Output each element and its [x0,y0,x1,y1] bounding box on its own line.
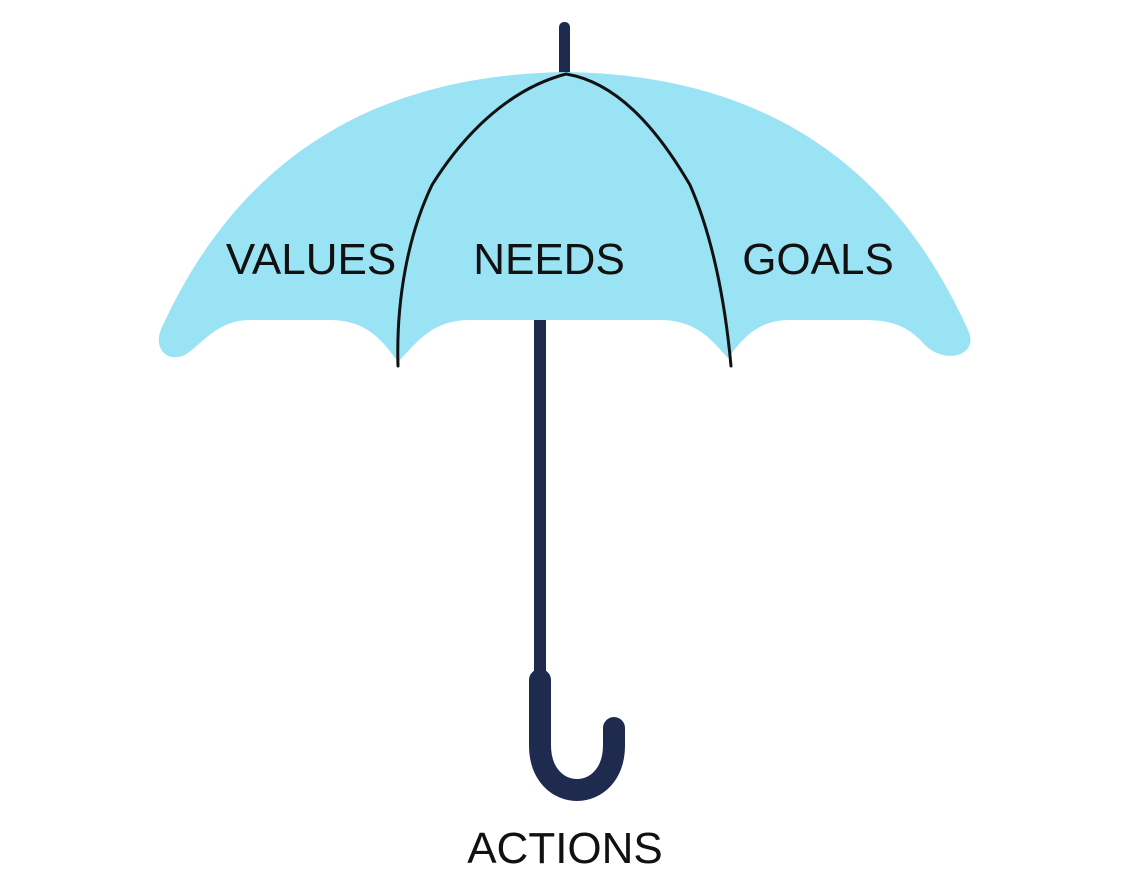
label-values: VALUES [226,235,396,284]
label-needs: NEEDS [473,235,625,284]
umbrella-canopy [159,72,971,362]
umbrella-tip [559,22,570,80]
umbrella-handle [540,680,614,790]
label-goals: GOALS [742,235,894,284]
label-actions: ACTIONS [467,824,663,873]
umbrella-shaft [534,320,546,672]
